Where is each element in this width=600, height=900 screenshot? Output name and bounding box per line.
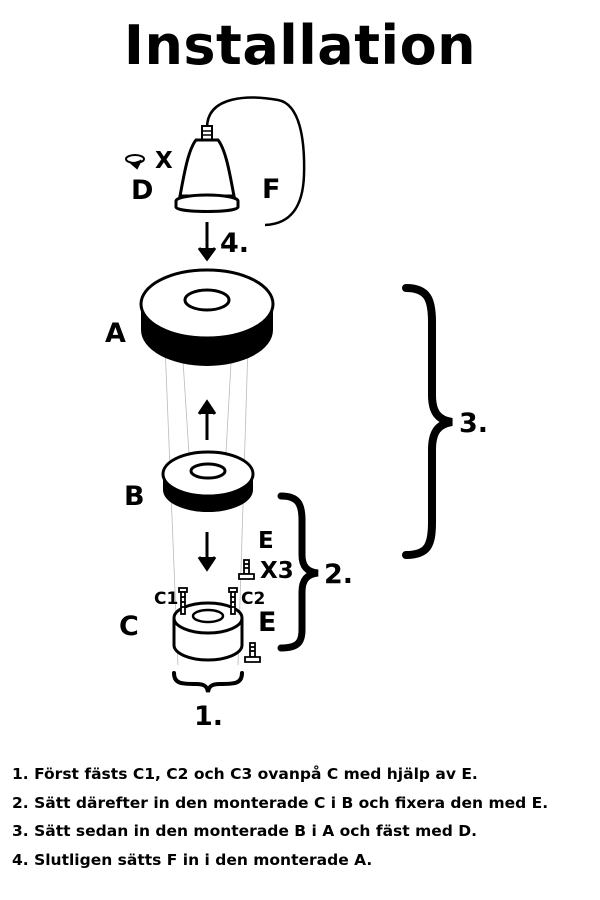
screw-icon xyxy=(244,642,261,663)
screw-icon xyxy=(238,559,255,580)
screw-icon xyxy=(178,587,188,615)
step-marker-2: 2. xyxy=(324,559,353,590)
brace-icon xyxy=(402,284,453,559)
brace-icon xyxy=(172,671,244,693)
label-B: B xyxy=(124,481,145,512)
instruction-step-1: 1. Först fästs C1, C2 och C3 ovanpå C me… xyxy=(12,765,478,783)
instruction-list: 1. Först fästs C1, C2 och C3 ovanpå C me… xyxy=(12,760,592,874)
ceiling-cup-icon xyxy=(174,125,240,213)
label-E-side: E xyxy=(258,607,276,638)
instruction-step-3: 3. Sätt sedan in den monterade B i A och… xyxy=(12,822,477,840)
twist-icon xyxy=(125,154,145,170)
instruction-step-2: 2. Sätt därefter in den monterade C i B … xyxy=(12,793,549,812)
step-marker-3: 3. xyxy=(459,408,488,439)
instruction-step-4: 4. Slutligen sätts F in i den monterade … xyxy=(12,850,373,869)
ring-icon xyxy=(172,601,244,662)
ring-icon xyxy=(139,268,275,366)
brace-icon xyxy=(277,492,319,652)
screw-icon xyxy=(228,587,238,615)
label-D: D xyxy=(131,175,153,206)
label-C2: C2 xyxy=(241,589,265,609)
ring-icon xyxy=(161,450,255,512)
label-F: F xyxy=(262,174,280,205)
arrow-icon xyxy=(197,399,217,440)
label-X: X xyxy=(155,148,173,174)
arrow-icon xyxy=(197,222,217,262)
page-title: Installation xyxy=(123,14,477,77)
arrow-icon xyxy=(197,532,217,572)
assembly-diagram: X D F 4. A 3. B E X3 2. C1 C2 C E 1. xyxy=(105,96,488,732)
cable-F xyxy=(205,96,306,227)
label-A: A xyxy=(105,318,126,349)
label-C1: C1 xyxy=(154,589,178,609)
label-C: C xyxy=(119,611,139,642)
label-X3: X3 xyxy=(260,558,294,584)
step-marker-4: 4. xyxy=(220,228,249,259)
step-marker-1: 1. xyxy=(194,701,223,732)
label-E-top: E xyxy=(258,528,274,554)
